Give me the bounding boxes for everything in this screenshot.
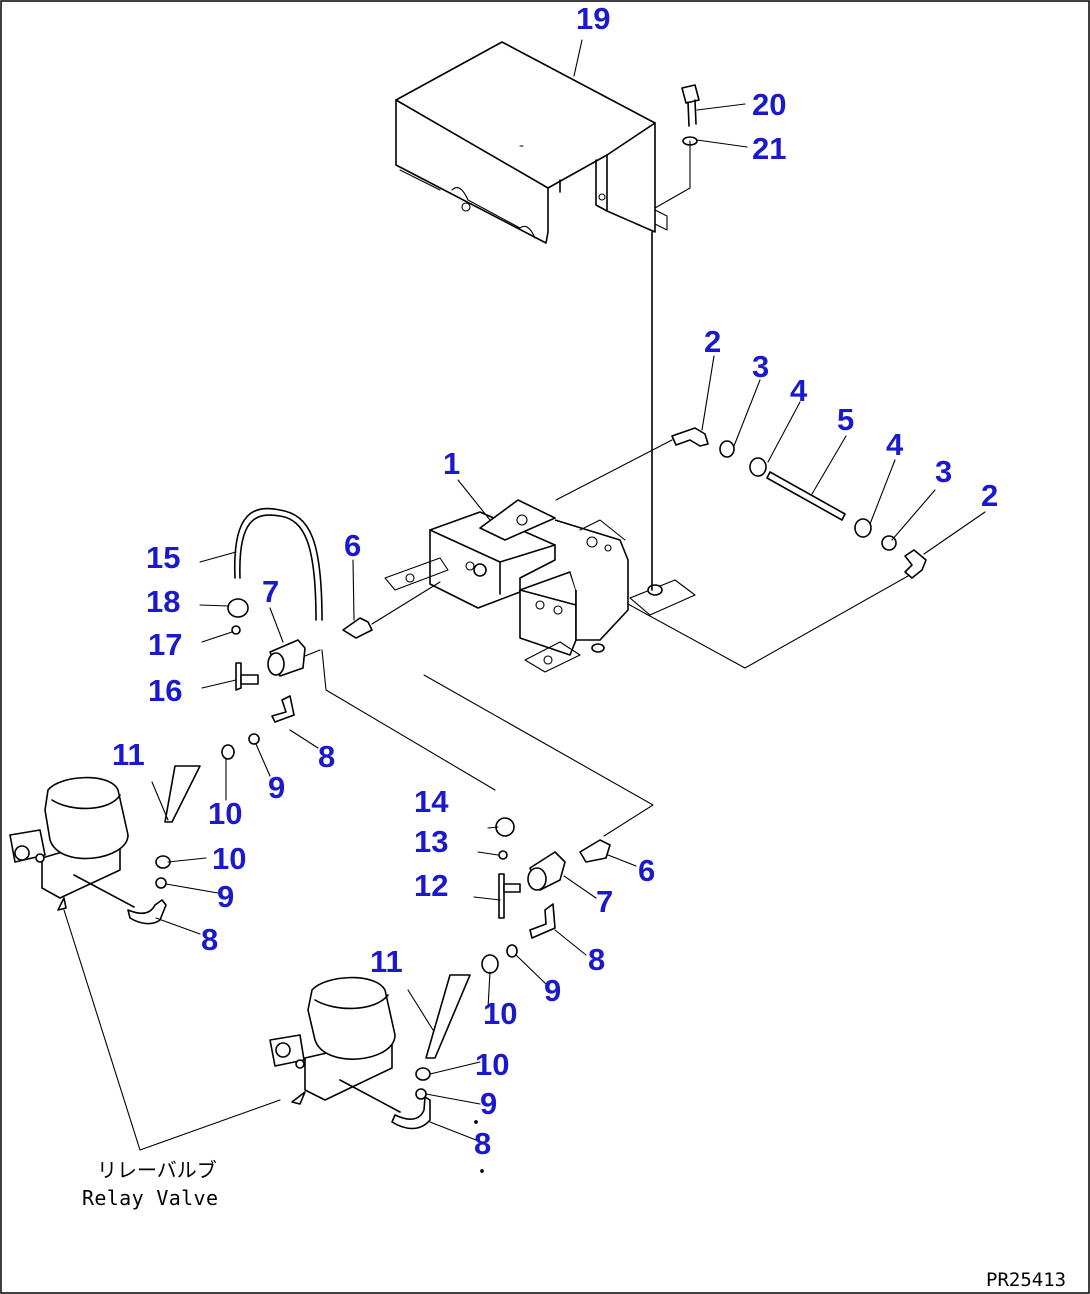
note-japanese: リレーバルブ — [97, 1158, 217, 1182]
bolt-part — [654, 84, 700, 209]
callout-3: 3 — [752, 349, 769, 384]
callout-11: 11 — [370, 944, 403, 979]
relay-valve-bottom — [269, 974, 471, 1130]
pipe-fittings-upper — [555, 427, 927, 669]
fittings-upper-left — [221, 507, 496, 791]
relay-valve-left — [9, 765, 281, 1151]
note-english: Relay Valve — [82, 1186, 218, 1210]
callouts: 19 20 21 2 3 4 5 4 3 2 1 15 6 18 7 17 16… — [112, 1, 998, 1161]
callout-10: 10 — [212, 841, 246, 876]
callout-2: 2 — [981, 478, 998, 513]
callout-9: 9 — [544, 973, 561, 1008]
relay-valve-note: リレーバルブ Relay Valve — [82, 1158, 218, 1210]
callout-20: 20 — [752, 87, 786, 122]
callout-4: 4 — [790, 373, 808, 408]
cover-part — [395, 41, 668, 244]
fittings-middle — [423, 674, 654, 974]
callout-15: 15 — [146, 540, 180, 575]
callout-14: 14 — [414, 784, 449, 819]
callout-19: 19 — [576, 1, 610, 36]
callout-9: 9 — [268, 770, 285, 805]
callout-7: 7 — [596, 884, 613, 919]
callout-9: 9 — [480, 1086, 497, 1121]
leader-lines — [151, 39, 986, 1173]
callout-21: 21 — [752, 131, 786, 166]
callout-16: 16 — [148, 673, 182, 708]
valve-block-part — [384, 231, 696, 673]
callout-3: 3 — [935, 454, 952, 489]
callout-8: 8 — [474, 1126, 491, 1161]
callout-6: 6 — [638, 853, 655, 888]
callout-8: 8 — [318, 739, 335, 774]
callout-17: 17 — [148, 627, 182, 662]
callout-5: 5 — [837, 402, 854, 437]
callout-10: 10 — [475, 1047, 509, 1082]
callout-10: 10 — [483, 996, 517, 1031]
callout-8: 8 — [588, 942, 605, 977]
callout-11: 11 — [112, 737, 145, 772]
callout-13: 13 — [414, 824, 448, 859]
callout-4: 4 — [886, 427, 904, 462]
callout-10: 10 — [208, 796, 242, 831]
callout-2: 2 — [704, 324, 721, 359]
callout-12: 12 — [414, 868, 448, 903]
callout-1: 1 — [443, 446, 460, 481]
callout-6: 6 — [344, 528, 361, 563]
drawing-code: PR25413 — [986, 1269, 1066, 1291]
callout-8: 8 — [201, 922, 218, 957]
callout-18: 18 — [146, 584, 180, 619]
callout-7: 7 — [262, 574, 279, 609]
callout-9: 9 — [217, 879, 234, 914]
